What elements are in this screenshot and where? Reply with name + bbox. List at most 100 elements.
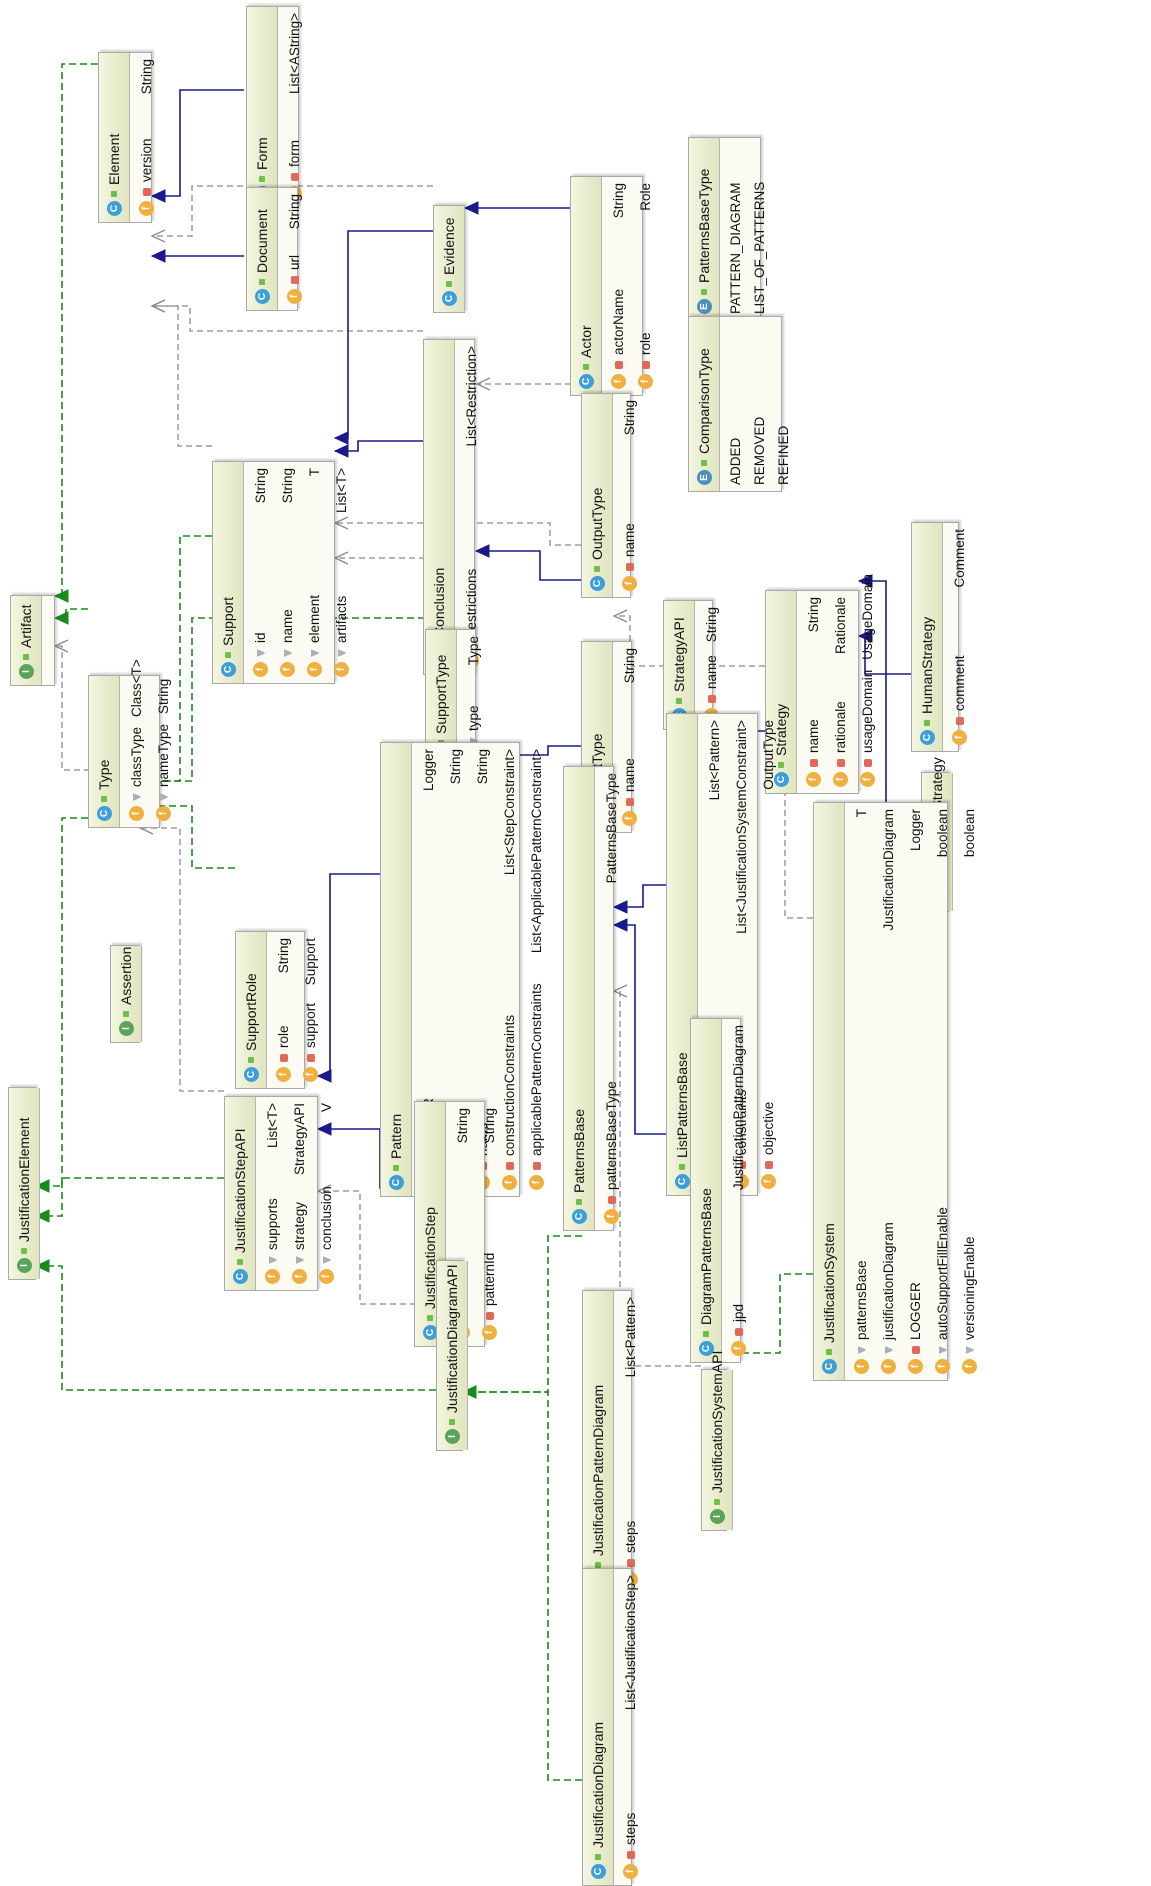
public-visibility-icon	[714, 1499, 720, 1505]
package-access-icon	[296, 1256, 304, 1264]
class-header: CForm	[247, 7, 278, 207]
dependency-edge-justification-diagram-api-to-justification-step-api	[316, 1184, 436, 1305]
package-access-icon	[939, 1346, 947, 1354]
field-icon: f	[731, 1341, 746, 1356]
class-name: JustificationDiagramAPI	[444, 1264, 460, 1413]
field-icon: f	[881, 1359, 896, 1374]
field-name: comment	[952, 655, 967, 711]
field-icon: f	[908, 1359, 923, 1374]
field-type: List<JustificationSystemConstraint>	[734, 720, 749, 934]
field-name: strategy	[292, 1201, 307, 1250]
class-box-strategy-api[interactable]: CStrategyAPIfnameString	[663, 600, 719, 730]
field-type: V	[319, 1103, 334, 1113]
class-name: ListPatternsBase	[674, 1052, 690, 1158]
field-name: usageDomain	[860, 669, 875, 753]
field-row[interactable]: frestrictionsList<Restriction>	[458, 346, 485, 668]
open-arrowhead-icon	[150, 229, 166, 243]
open-arrowhead-icon	[150, 299, 166, 313]
class-box-justification-pattern-diagram[interactable]: CJustificationPatternDiagramfstepsList<P…	[582, 1290, 638, 1594]
field-icon: f	[952, 730, 967, 745]
field-name: name	[806, 719, 821, 753]
private-access-icon	[626, 1559, 635, 1567]
public-visibility-icon	[701, 289, 707, 295]
field-row[interactable]: fformList<AString>	[281, 13, 308, 201]
class-name: Evidence	[441, 217, 457, 275]
implements-edge-justification-step-api-to-justification-element	[34, 1177, 224, 1223]
implements-edge-justification-diagram-api-to-justification-element	[34, 1259, 436, 1391]
class-box-form[interactable]: CFormfformList<AString>	[246, 6, 302, 208]
class-name: Actor	[578, 325, 594, 358]
field-icon: f	[482, 1325, 497, 1340]
public-visibility-icon	[676, 698, 682, 704]
class-name: JustificationSystem	[821, 1223, 837, 1343]
private-access-icon	[955, 717, 964, 725]
class-name: JustificationElement	[16, 1117, 32, 1242]
field-name: form	[287, 140, 302, 167]
class-box-conclusion[interactable]: CConclusionfrestrictionsList<Restriction…	[423, 339, 479, 675]
package-access-icon	[269, 1256, 277, 1264]
field-icon: f	[833, 772, 848, 787]
field-name: name	[622, 523, 637, 557]
dependency-edge-support-type-to-support	[333, 551, 425, 565]
open-arrowhead-icon	[333, 516, 349, 530]
private-access-icon	[607, 1196, 616, 1204]
